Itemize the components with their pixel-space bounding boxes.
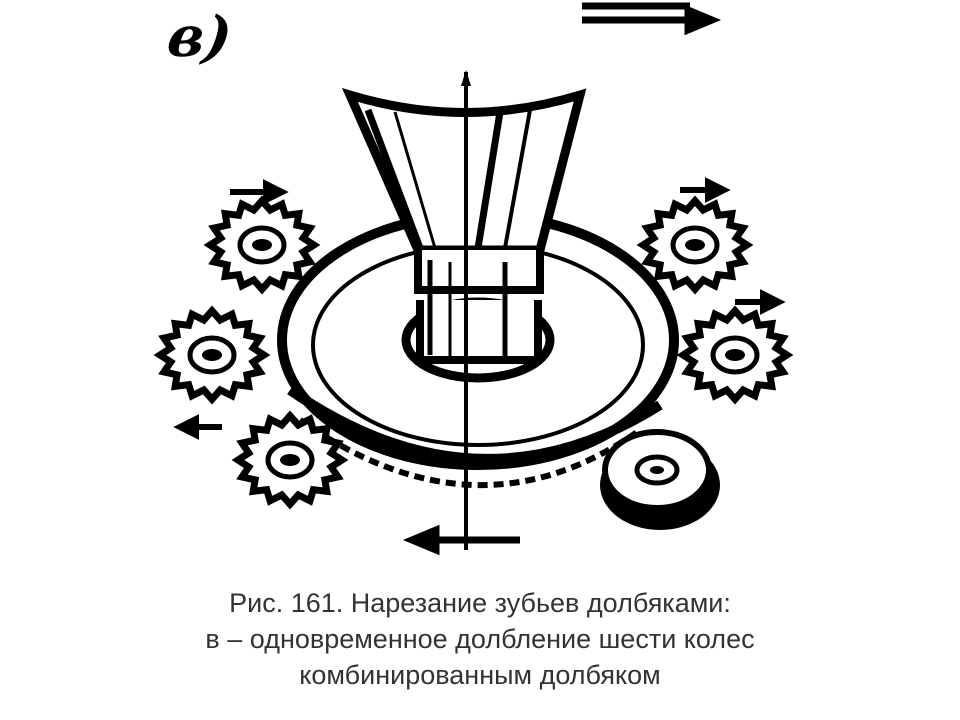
gear-rotation-arrows [173,177,786,440]
axis-arrow-top [461,70,471,86]
figure-caption-line-3: комбинированным долбяком [299,660,661,690]
workpiece-gear [636,195,754,295]
workpiece-gears [153,195,794,510]
gear-shaping-illustration [153,2,794,556]
workpiece-gear [231,410,349,510]
side-roller [600,429,720,530]
workpiece-gear [153,305,271,405]
bottom-rotation-arrow [402,524,520,556]
top-feed-arrows [582,2,722,36]
workpiece-gear [676,305,794,405]
figure-caption-line-2: в – одновременное долбление шести колес [205,624,755,654]
figure-caption-line-1: Рис. 161. Нарезание зубьев долбяками: [229,588,731,618]
workpiece-gear [203,195,321,295]
